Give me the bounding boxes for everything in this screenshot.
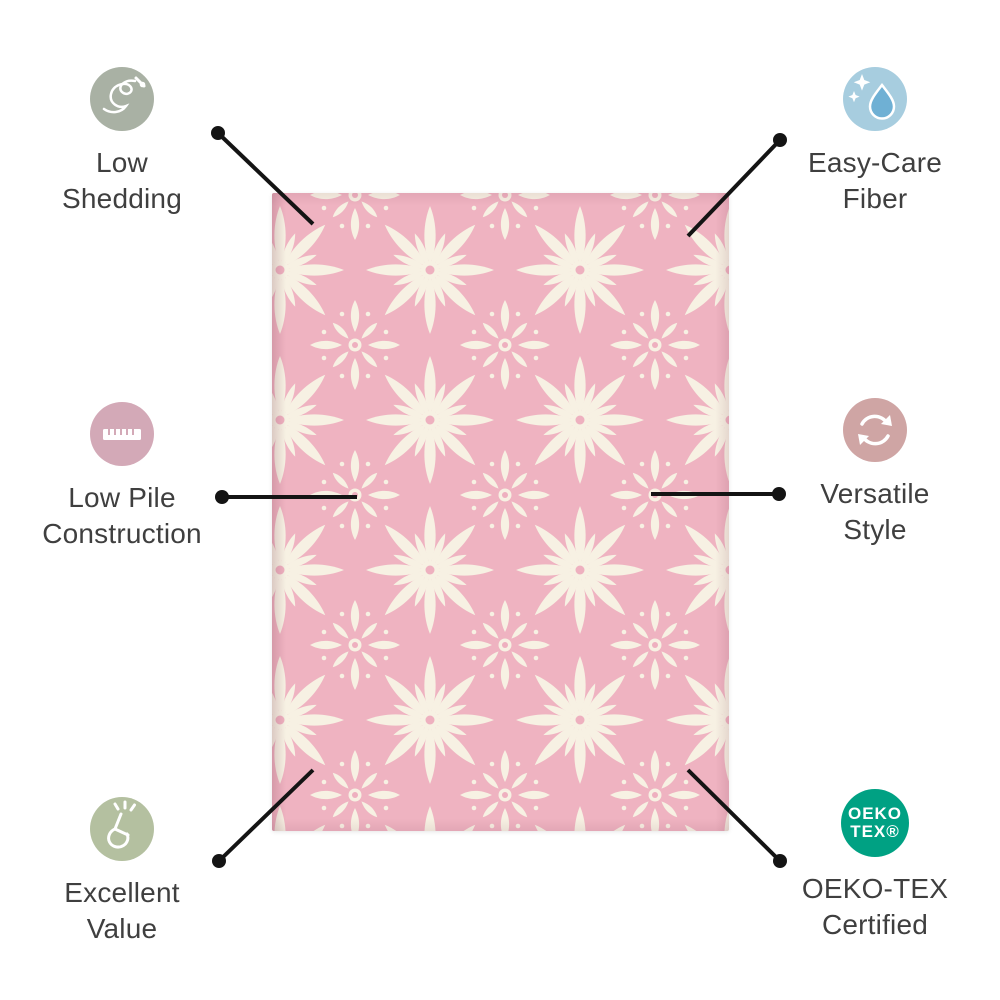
ruler-icon bbox=[90, 402, 154, 466]
feature-excellent-value: Excellent Value bbox=[0, 797, 244, 947]
feature-label: Easy-Care Fiber bbox=[807, 147, 943, 214]
water-drop-sparkles-icon bbox=[843, 67, 907, 131]
rug-pattern bbox=[272, 193, 729, 831]
oeko-tex-badge-text: TEX® bbox=[850, 822, 900, 841]
feature-label: Low Shedding bbox=[62, 147, 182, 214]
oeko-tex-badge-text: OEKO bbox=[847, 804, 903, 823]
rotating-arrows-icon bbox=[843, 398, 907, 462]
oeko-tex-badge: OEKO TEX® bbox=[841, 789, 909, 857]
feature-label: Low Pile Construction bbox=[42, 482, 202, 549]
rug-image bbox=[272, 193, 729, 831]
feature-label: Excellent Value bbox=[64, 877, 180, 944]
finger-snap-icon bbox=[90, 797, 154, 861]
feature-label: Versatile Style bbox=[820, 478, 930, 545]
needle-thread-icon bbox=[90, 67, 154, 131]
feature-label: OEKO-TEX Certified bbox=[801, 873, 949, 940]
feature-easy-care-fiber: Easy-Care Fiber bbox=[753, 67, 997, 217]
feature-versatile-style: Versatile Style bbox=[753, 398, 997, 548]
feature-low-pile-construction: Low Pile Construction bbox=[0, 402, 244, 552]
feature-oeko-tex-certified: OEKO TEX® OEKO-TEX Certified bbox=[753, 789, 997, 943]
feature-low-shedding: Low Shedding bbox=[0, 67, 244, 217]
